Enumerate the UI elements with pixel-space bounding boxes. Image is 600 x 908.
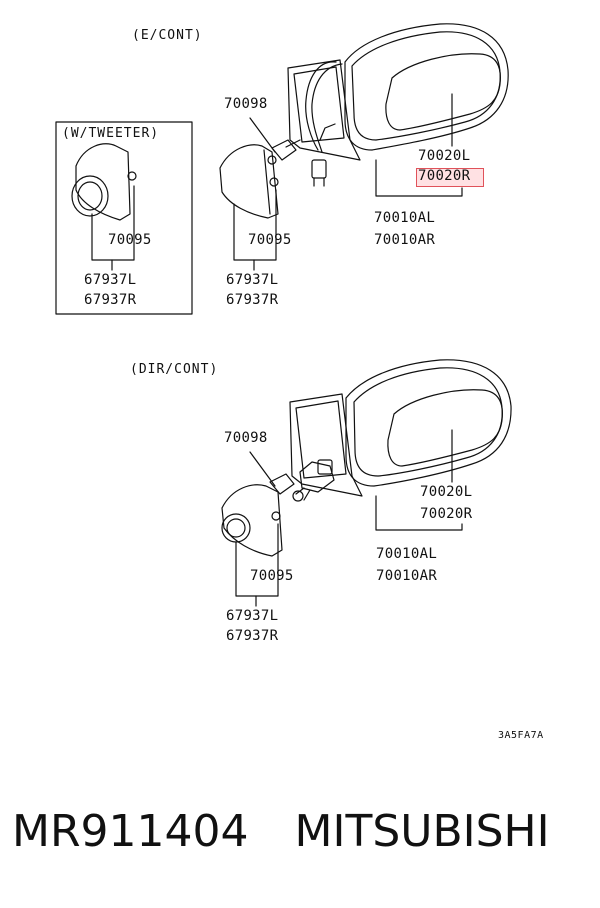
cover-tweeter-drawing: [71, 143, 137, 221]
label-67937L-bottom[interactable]: 67937L: [226, 608, 279, 624]
highlight-box: [416, 168, 484, 187]
label-67937R-top-mid[interactable]: 67937R: [226, 292, 279, 308]
screw-70098-bottom: [249, 451, 295, 495]
mirror-dircont-drawing: [289, 359, 512, 502]
leader-67937-mid: [233, 189, 277, 261]
leader-67937-tweeter: [91, 185, 135, 261]
screw-70098-top: [249, 117, 301, 161]
label-70010AL-bottom[interactable]: 70010AL: [376, 546, 438, 562]
section-title-dircont: (DIR/CONT): [130, 362, 219, 377]
footer-part-number: MR911404: [12, 806, 249, 857]
diagram-code: 3A5FA7A: [498, 730, 544, 741]
label-70010AR-bottom[interactable]: 70010AR: [376, 568, 438, 584]
label-70020R-bottom[interactable]: 70020R: [420, 506, 473, 522]
label-70020L-top[interactable]: 70020L: [418, 148, 471, 164]
label-70020L-bottom[interactable]: 70020L: [420, 484, 473, 500]
label-67937L-top-mid[interactable]: 67937L: [226, 272, 279, 288]
label-67937R-tweeter[interactable]: 67937R: [84, 292, 137, 308]
section-title-econt: (E/CONT): [132, 28, 203, 43]
label-70098-bottom[interactable]: 70098: [224, 430, 268, 446]
label-67937L-tweeter[interactable]: 67937L: [84, 272, 137, 288]
leader-70010: [375, 159, 463, 197]
label-70095-top-mid[interactable]: 70095: [248, 232, 292, 248]
label-70095-bottom[interactable]: 70095: [250, 568, 294, 584]
cover-bottom-drawing: [221, 484, 283, 557]
footer: MR911404 MITSUBISHI: [12, 806, 550, 857]
cover-top-drawing: [219, 144, 279, 219]
tweeter-box-title: (W/TWEETER): [62, 126, 160, 141]
label-70010AL-top[interactable]: 70010AL: [374, 210, 436, 226]
label-67937R-bottom[interactable]: 67937R: [226, 628, 279, 644]
label-70098-top[interactable]: 70098: [224, 96, 268, 112]
mirror-econt-drawing: [287, 23, 509, 187]
tweeter-box-frame: [55, 121, 193, 315]
label-70020R-top[interactable]: 70020R: [418, 168, 471, 184]
label-70010AR-top[interactable]: 70010AR: [374, 232, 436, 248]
footer-brand: MITSUBISHI: [294, 806, 550, 857]
label-70095-tweeter[interactable]: 70095: [108, 232, 152, 248]
